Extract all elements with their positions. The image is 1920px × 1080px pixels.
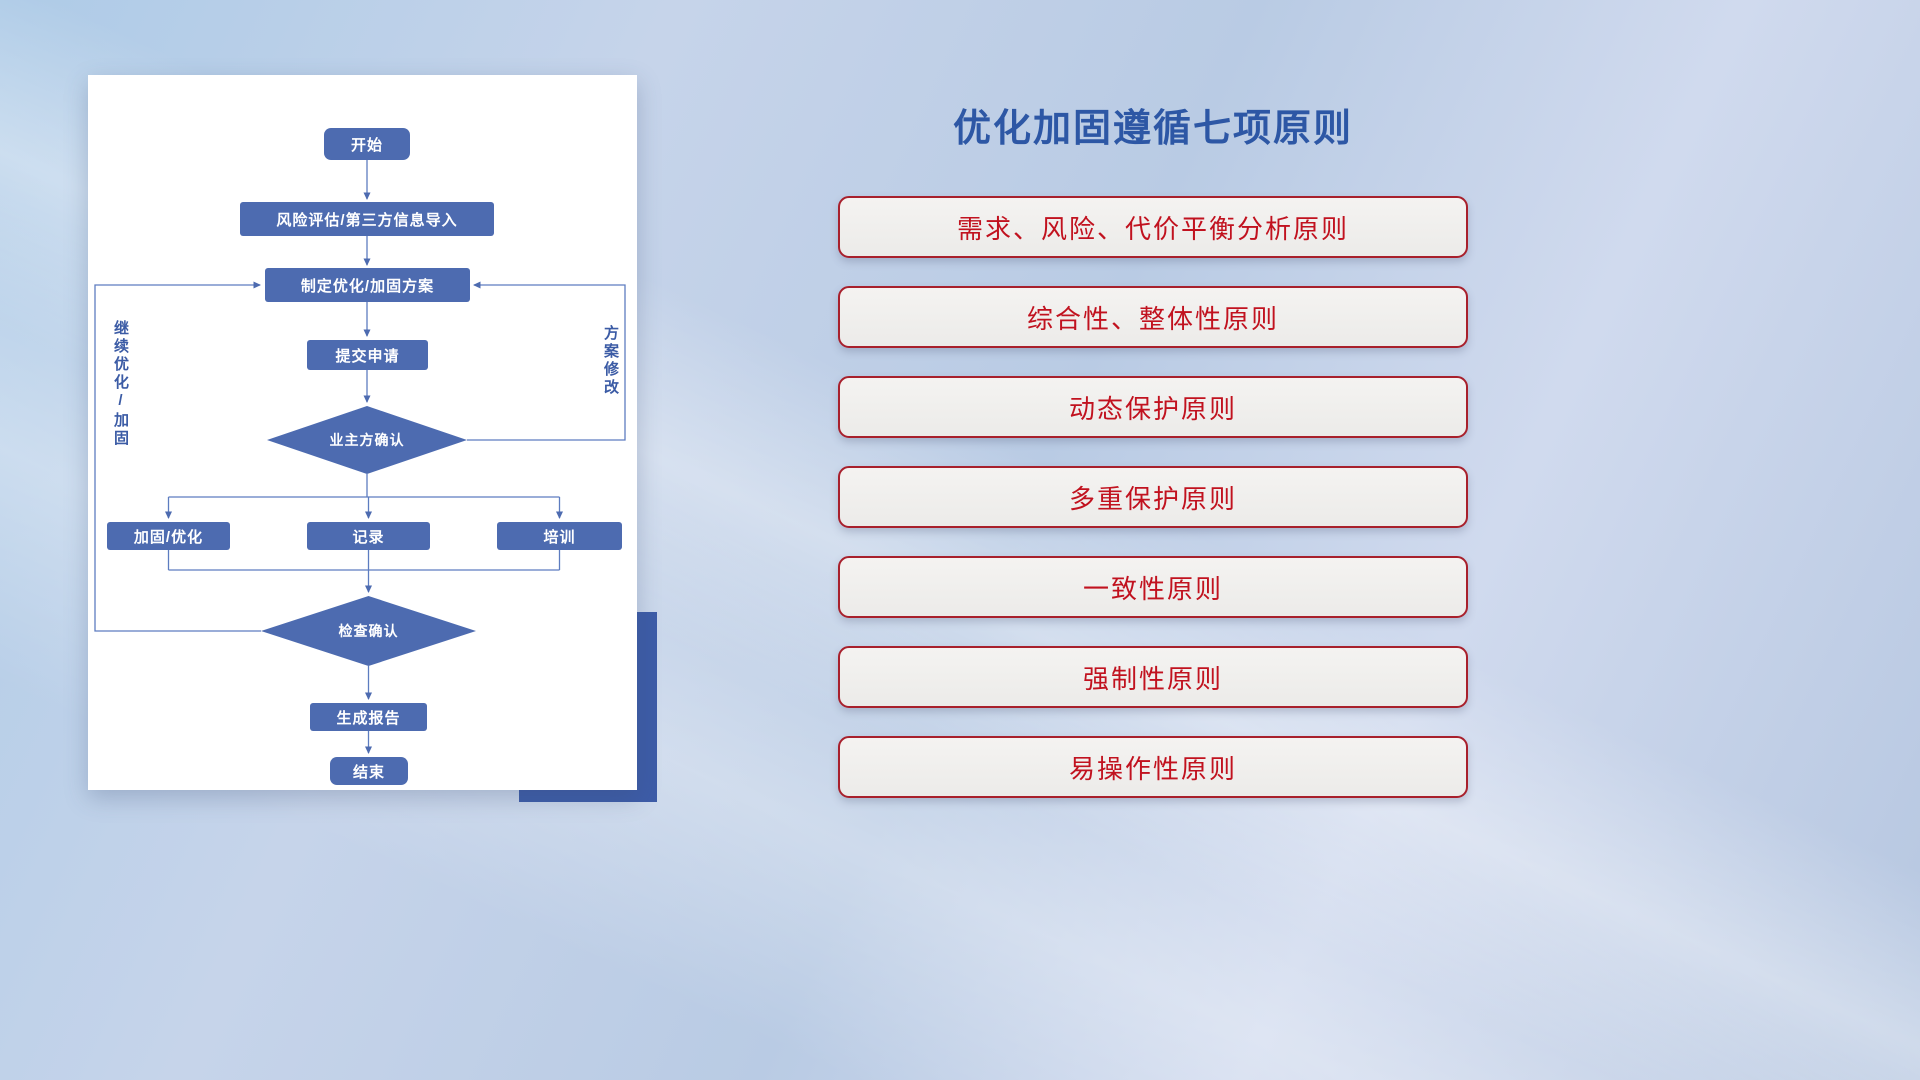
flow-node-report: 生成报告 [310, 703, 427, 731]
principle-item-6: 强制性原则 [838, 646, 1468, 708]
principles-list: 需求、风险、代价平衡分析原则 综合性、整体性原则 动态保护原则 多重保护原则 一… [838, 196, 1468, 798]
flowchart-card: 开始 风险评估/第三方信息导入 制定优化/加固方案 提交申请 业主方确认 加固/… [88, 75, 637, 790]
flow-node-reinforce: 加固/优化 [107, 522, 230, 550]
flow-node-make-plan: 制定优化/加固方案 [265, 268, 470, 302]
panel-title: 优化加固遵循七项原则 [952, 108, 1353, 150]
flow-node-start: 开始 [324, 128, 410, 160]
flow-node-end: 结束 [330, 757, 408, 785]
principle-item-3: 动态保护原则 [838, 376, 1468, 438]
edge-label-continue-loop: 继续优化/加固 [112, 320, 129, 448]
principle-item-2: 综合性、整体性原则 [838, 286, 1468, 348]
principle-item-7: 易操作性原则 [838, 736, 1468, 798]
flow-node-record: 记录 [307, 522, 430, 550]
principle-item-1: 需求、风险、代价平衡分析原则 [838, 196, 1468, 258]
edge-label-plan-revision: 方案修改 [602, 325, 619, 397]
flowchart-connectors [94, 160, 626, 754]
principle-item-5: 一致性原则 [838, 556, 1468, 618]
flow-node-risk-import: 风险评估/第三方信息导入 [240, 202, 494, 236]
principle-item-4: 多重保护原则 [838, 466, 1468, 528]
flow-node-submit: 提交申请 [307, 340, 428, 370]
flow-node-training: 培训 [497, 522, 622, 550]
